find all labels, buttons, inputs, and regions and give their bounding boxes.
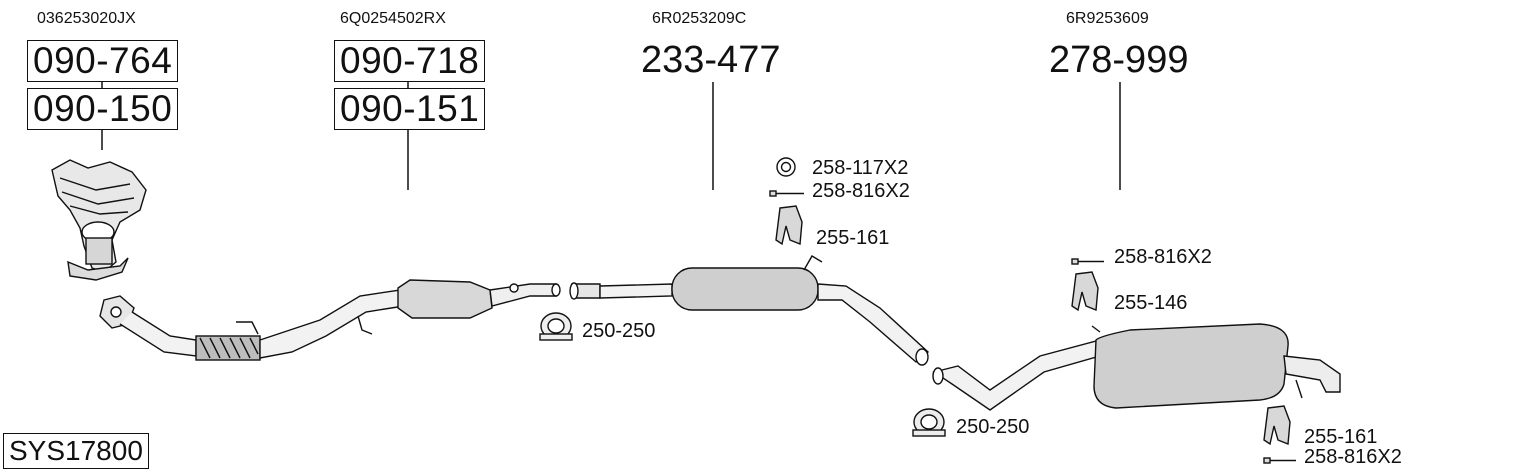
part-number-box[interactable]: 090-718: [334, 40, 486, 82]
part-label-clamp[interactable]: 250-250: [956, 416, 1030, 438]
middle-silencer: [569, 255, 930, 366]
part-number-box[interactable]: 090-764: [27, 40, 179, 82]
oem-number-3: 6R0253209C: [652, 10, 747, 27]
front-pipe: [99, 289, 405, 361]
part-number-label[interactable]: 278-999: [1049, 39, 1189, 81]
rear-silencer: [932, 323, 1341, 411]
part-number-box[interactable]: 090-151: [334, 88, 486, 130]
ring-icon: [776, 157, 796, 177]
part-label-bolt[interactable]: 258-816X2: [1304, 446, 1402, 468]
part-label-bolt[interactable]: 258-816X2: [1114, 246, 1212, 268]
bolt-icon: [769, 190, 1296, 464]
oem-number-2: 6Q0254502RX: [340, 10, 446, 27]
hanger-icon: [775, 205, 1291, 446]
oem-number-1: 036253020JX: [37, 10, 136, 27]
part-label-clamp[interactable]: 250-250: [582, 320, 656, 342]
part-label-ring[interactable]: 258-117X2: [812, 157, 909, 179]
part-number-label[interactable]: 233-477: [641, 39, 781, 81]
part-label-hanger[interactable]: 255-161: [816, 227, 890, 249]
system-id-box: SYS17800: [3, 433, 149, 469]
clamp-icon: [539, 312, 946, 437]
part-number-box[interactable]: 090-150: [27, 88, 179, 130]
exhaust-manifold: [51, 159, 147, 281]
part-label-hanger[interactable]: 255-146: [1114, 292, 1188, 314]
oem-number-4: 6R9253609: [1066, 10, 1149, 27]
catalytic-converter: [397, 279, 561, 319]
part-label-bolt[interactable]: 258-816X2: [812, 180, 910, 202]
part-label-hanger[interactable]: 255-161: [1304, 426, 1378, 448]
